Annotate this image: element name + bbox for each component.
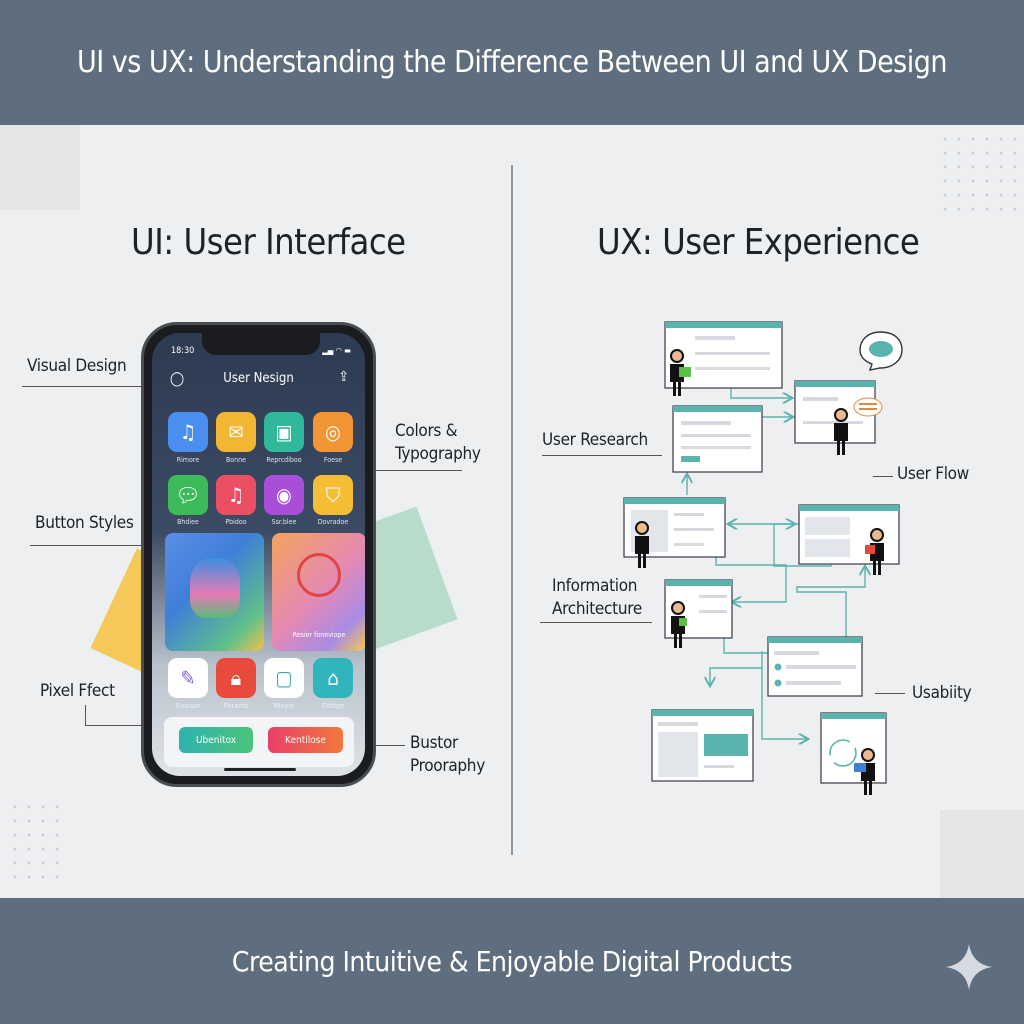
primary-button[interactable]: Ubenitox — [179, 727, 253, 753]
app-frame-icon[interactable]: ▢ — [264, 658, 304, 698]
flow-arrow — [710, 667, 762, 685]
app-label: Ssr.blee — [271, 518, 297, 526]
speech-bubble-icon — [859, 331, 903, 371]
screen-window — [794, 380, 883, 456]
search-icon[interactable]: ◯ — [170, 371, 185, 387]
app-label: Bhdiee — [177, 518, 199, 526]
app-label: Reprcdiboo — [266, 456, 302, 464]
label-usability: Usabiity — [912, 683, 972, 703]
screen-window — [798, 504, 900, 576]
app-label: Pbidoo — [225, 518, 247, 526]
flow-arrow — [796, 567, 865, 637]
header-title: UI vs UX: Understanding the Difference B… — [76, 45, 948, 80]
screen-window — [664, 321, 783, 397]
label-line: Information — [552, 576, 638, 596]
secondary-button[interactable]: Kentilose — [268, 727, 343, 753]
screen-window — [672, 405, 763, 473]
screen-window — [820, 712, 887, 796]
leader-line — [875, 693, 905, 694]
decor-square — [0, 125, 80, 210]
leader-line — [330, 470, 462, 471]
screen-window — [664, 579, 733, 649]
decor-square — [940, 810, 1024, 898]
app-envelope-icon[interactable]: ✉ — [216, 412, 256, 452]
app-label: Foese — [323, 456, 343, 464]
leader-line — [873, 476, 893, 477]
app-label: Dovradoe — [317, 518, 349, 526]
leader-line — [85, 705, 86, 725]
screen-title: User Nesign — [223, 371, 294, 386]
lightbulb-icon — [297, 553, 341, 597]
phone-screen: 18:30 ▂▄ ◠ ▬ ◯ User Nesign ⇪ ♫ ✉ ▣ ◎ Rim… — [152, 333, 365, 776]
app-lock-icon[interactable]: 🔒︎ — [216, 658, 256, 698]
app-label: Ebthpe — [321, 702, 345, 710]
center-divider — [511, 165, 513, 855]
footer-banner: Creating Intuitive & Enjoyable Digital P… — [0, 898, 1024, 1024]
decor-dots — [938, 132, 1018, 212]
leader-line — [22, 386, 172, 387]
lightbulb-card[interactable]: Resier foneviope — [272, 533, 365, 651]
label-colors-typography: Colors & Typography — [395, 420, 481, 466]
label-line: Architecture — [552, 599, 642, 619]
phone-notch — [202, 333, 320, 355]
label-user-flow: User Flow — [897, 464, 969, 484]
sparkle-icon — [946, 944, 992, 990]
app-label: Bonne — [225, 456, 247, 464]
flow-arrow — [730, 388, 791, 398]
flow-arrow — [723, 638, 776, 653]
flow-arrow — [761, 651, 807, 739]
screen-window — [767, 636, 863, 697]
abstract-figure — [190, 558, 240, 618]
share-icon[interactable]: ⇪ — [338, 369, 349, 385]
home-indicator — [224, 768, 296, 771]
label-user-research: User Research — [542, 430, 648, 450]
phone-mockup: 18:30 ▂▄ ◠ ▬ ◯ User Nesign ⇪ ♫ ✉ ▣ ◎ Rim… — [141, 322, 376, 787]
card-caption: Resier foneviope — [292, 631, 346, 639]
app-label: Mioyte — [273, 702, 295, 710]
leader-line — [542, 455, 662, 456]
app-home-icon[interactable]: ⌂ — [313, 658, 353, 698]
app-bag-icon[interactable]: ⛉ — [313, 475, 353, 515]
label-pixel-effect: Pixel Ffect — [40, 681, 115, 701]
decor-dots — [8, 800, 68, 880]
leader-line — [540, 622, 652, 623]
app-label: Pitramb — [223, 702, 249, 710]
app-label: Gooisse — [175, 702, 201, 710]
app-label: Rimore — [176, 456, 200, 464]
ux-screens — [623, 321, 903, 796]
status-time: 18:30 — [171, 346, 195, 356]
app-photo-icon[interactable]: ▣ — [264, 412, 304, 452]
app-instagram-icon[interactable]: ◉ — [264, 475, 304, 515]
flow-arrow — [715, 557, 787, 602]
app-pen-icon[interactable]: ✎ — [168, 658, 208, 698]
leader-line — [30, 545, 200, 546]
app-music-icon[interactable]: ♫ — [216, 475, 256, 515]
illustration-card[interactable] — [165, 533, 264, 651]
footer-tagline: Creating Intuitive & Enjoyable Digital P… — [231, 944, 793, 978]
label-line: Bustor — [410, 733, 458, 753]
app-chat-icon[interactable]: 💬︎ — [168, 475, 208, 515]
label-button-styles: Button Styles — [35, 513, 134, 533]
label-visual-design: Visual Design — [27, 356, 127, 376]
ux-flow-diagram — [623, 321, 903, 796]
status-icons: ▂▄ ◠ ▬ — [322, 346, 351, 355]
leader-line — [85, 725, 195, 726]
app-camera-icon[interactable]: ◎ — [313, 412, 353, 452]
label-line: Prooraphy — [410, 756, 485, 776]
header-banner: UI vs UX: Understanding the Difference B… — [0, 0, 1024, 125]
label-line: Typography — [395, 444, 481, 464]
screen-window — [651, 709, 754, 782]
screen-window — [623, 497, 726, 569]
app-music-icon[interactable]: ♫ — [168, 412, 208, 452]
ux-title: UX: User Experience — [597, 222, 920, 263]
ui-title: UI: User Interface — [131, 222, 406, 263]
label-line: Colors & — [395, 421, 458, 441]
